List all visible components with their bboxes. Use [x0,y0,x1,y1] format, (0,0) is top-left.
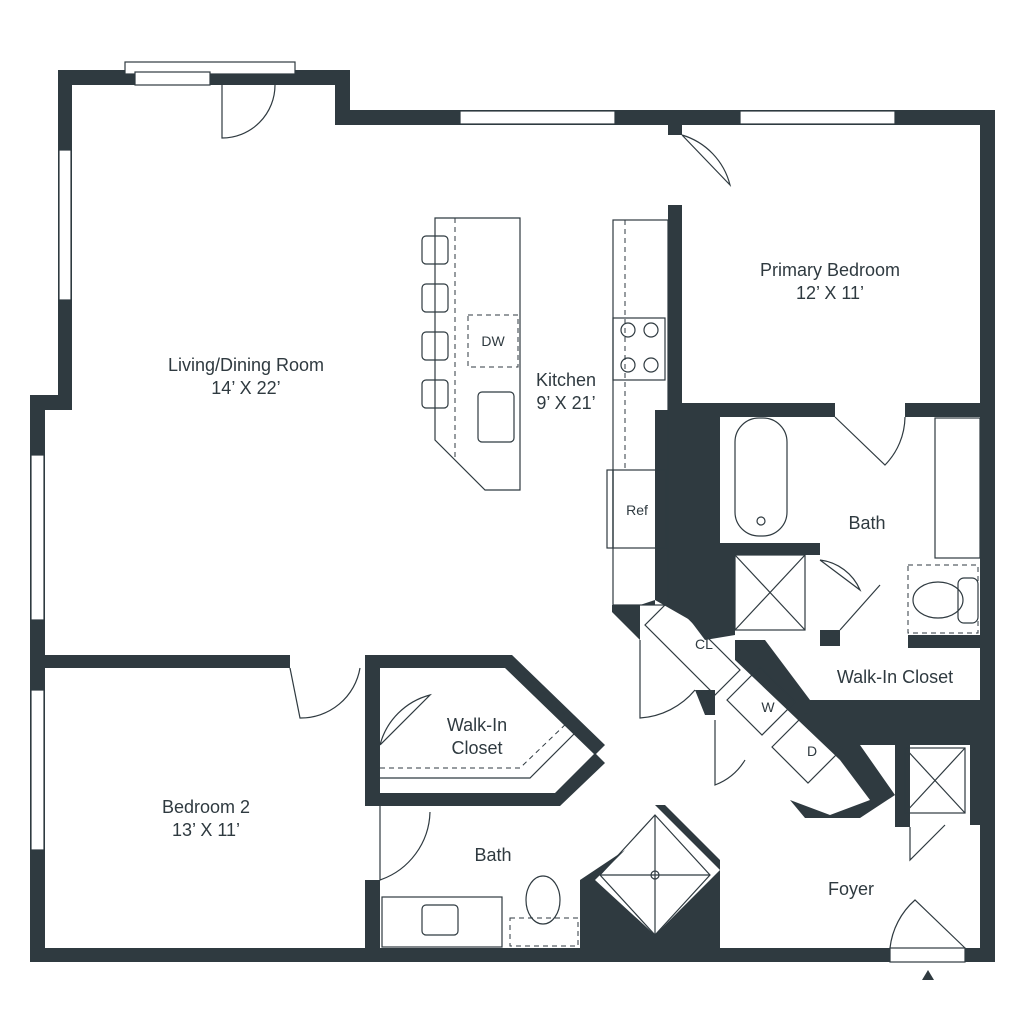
interior-walls [30,125,995,962]
primary-bath-label: Bath [848,513,885,533]
bath2-fixtures [381,814,711,948]
windows [30,61,966,963]
bedroom2-label: Bedroom 2 [162,797,250,817]
kitchen-size: 9’ X 21’ [536,393,595,413]
kitchen-island [421,217,521,491]
primary-bedroom-size: 12’ X 11’ [796,283,864,303]
dryer-label: D [807,743,817,759]
living-room-size: 14’ X 22’ [211,378,280,398]
living-room-label: Living/Dining Room [168,355,324,375]
bedroom2-closet-label-line1: Walk-In [447,715,507,735]
bath2-label: Bath [474,845,511,865]
dishwasher-label: DW [481,333,505,349]
refrigerator-label: Ref [626,502,648,518]
closet-shelving [380,669,581,779]
closet-label: CL [695,636,713,652]
laundry-and-closet [644,599,843,784]
triangle-up-icon [922,970,934,980]
primary-bath-fixtures [734,417,981,814]
primary-bedroom-label: Primary Bedroom [760,260,900,280]
primary-closet-label: Walk-In Closet [837,667,953,687]
bedroom2-size: 13’ X 11’ [172,820,240,840]
kitchen-label: Kitchen [536,370,596,390]
washer-label: W [761,699,775,715]
kitchen-counter [606,219,669,606]
foyer-label: Foyer [828,879,874,899]
bedroom2-closet-label-line2: Closet [451,738,502,758]
door-swings [221,84,966,949]
